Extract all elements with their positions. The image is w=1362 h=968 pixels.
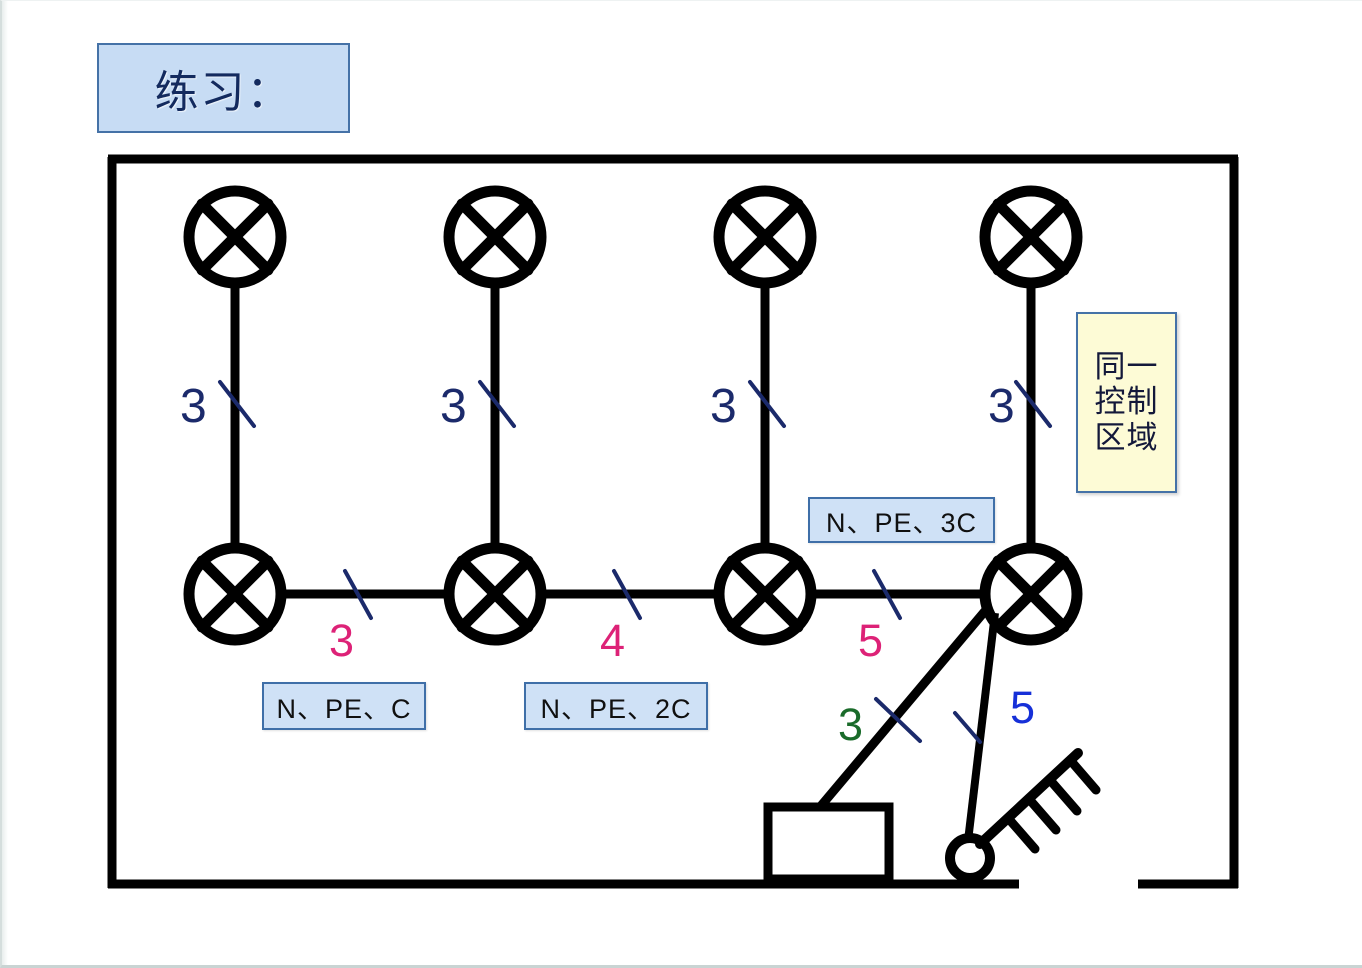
slash-icon — [343, 569, 373, 620]
slash-icon — [953, 711, 982, 744]
wire-count-branch-box: 3 — [838, 699, 864, 750]
room-walls — [107, 154, 1239, 889]
lamp-top-4 — [985, 191, 1077, 283]
wire-count-horizontal-3: 5 — [858, 615, 884, 666]
cable-label-2c: N、PE、2C — [524, 682, 708, 730]
lamp-top-3 — [719, 191, 811, 283]
wire-count-horizontal-2: 4 — [600, 615, 626, 666]
junction-box — [763, 802, 894, 884]
wire-count-horizontal-1: 3 — [329, 615, 355, 666]
wire-count-vertical-4: 3 — [988, 380, 1015, 433]
branch-wires — [816, 608, 999, 842]
cable-label-3c: N、PE、3C — [808, 497, 995, 543]
wire-count-vertical-1: 3 — [180, 380, 207, 433]
lamp-bottom-2 — [449, 548, 541, 640]
vertical-wires — [230, 284, 1036, 548]
slash-icon — [748, 380, 786, 428]
cable-label-c: N、PE、C — [262, 682, 426, 730]
lamp-top-1 — [189, 191, 281, 283]
slash-icon — [874, 697, 922, 743]
slash-icon — [1014, 380, 1052, 428]
wire-count-vertical-2: 3 — [440, 380, 467, 433]
slash-icon — [218, 380, 256, 428]
wire-count-vertical-3: 3 — [710, 380, 737, 433]
exercise-title-box: 练习： — [97, 43, 350, 133]
wire-count-slashes — [218, 380, 1052, 744]
wire-count-branch-switch: 5 — [1010, 682, 1036, 733]
lamp-bottom-1 — [189, 548, 281, 640]
note-line-2: 控制 — [1094, 384, 1159, 421]
lamp-bottom-3 — [719, 548, 811, 640]
control-area-note: 同一 控制 区域 — [1076, 312, 1177, 493]
four-gang-switch-icon — [945, 748, 1101, 883]
note-line-1: 同一 — [1094, 348, 1159, 385]
page-title: 练习： — [154, 67, 293, 118]
slash-icon — [872, 569, 902, 620]
slash-icon — [478, 380, 516, 428]
slash-icon — [612, 569, 642, 620]
lamp-bottom-4 — [985, 548, 1077, 640]
lamp-top-2 — [449, 191, 541, 283]
note-line-3: 区域 — [1094, 419, 1159, 456]
